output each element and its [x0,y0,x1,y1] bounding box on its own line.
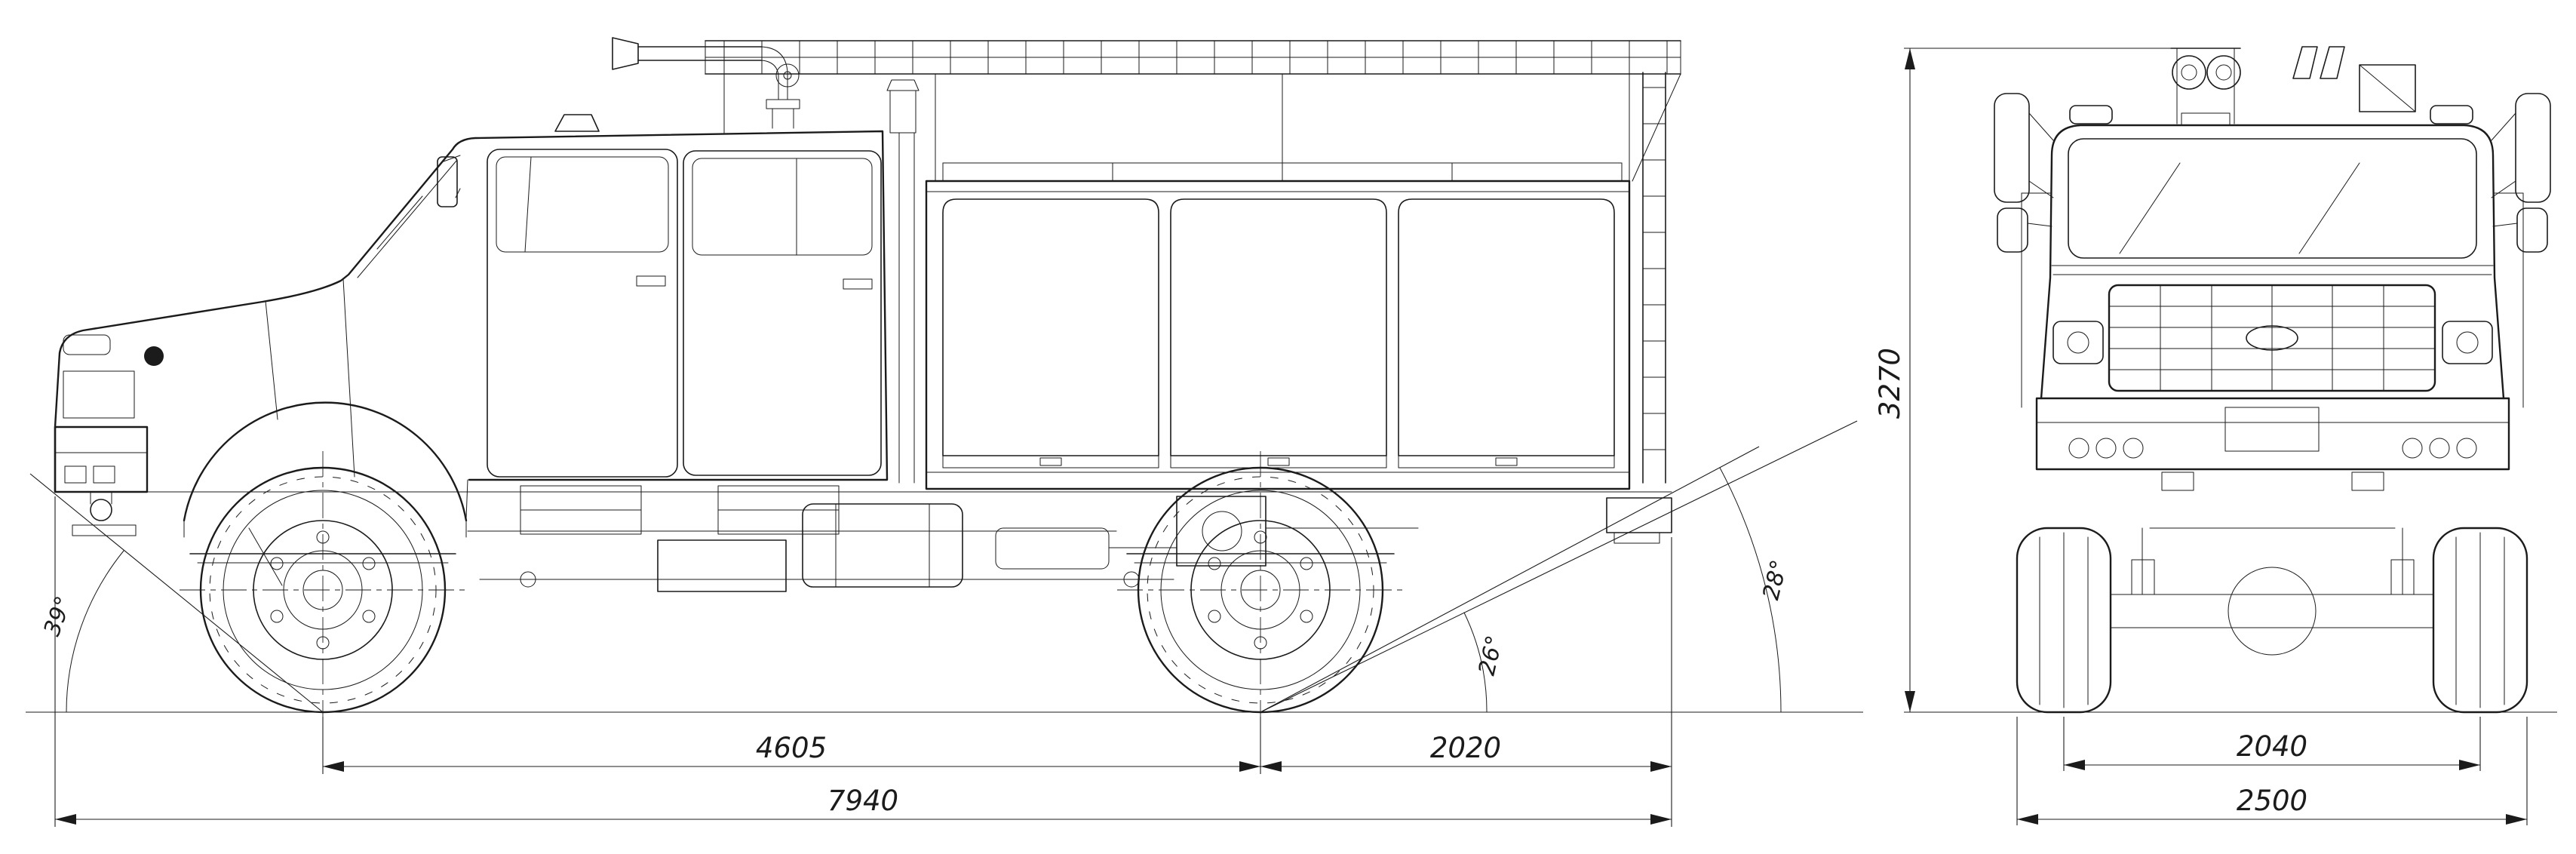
mirror-icon [2515,93,2551,203]
spot-mirror-icon [1997,207,2028,253]
brand-badge-icon [144,346,164,366]
shutter-handle-icon [1039,457,1062,466]
door-handle-icon [636,275,666,287]
rear-overhang-dimension-label: 2020 [1430,732,1501,764]
crew-door-window [692,158,873,256]
roller-shutter-2 [1170,198,1387,456]
overall-length-dimension-label: 7940 [827,785,898,817]
approach-angle-label: 39° [39,593,78,640]
roller-shutter-1 [942,198,1159,456]
fog-light-icon [2429,438,2450,459]
crew-door [683,150,882,476]
beacon-icon [2069,105,2113,124]
door-handle-icon [843,278,873,290]
beacon-icon [554,114,600,132]
front-view: 3270 2040 2500 [1874,46,2557,825]
cab [54,79,920,538]
tow-hook-icon [2351,472,2384,491]
beacon-icon [2430,105,2473,124]
front-door [487,149,678,478]
shutter-handle-icon [1267,457,1290,466]
air-intake-stack [889,90,916,134]
differential-housing [2228,567,2317,656]
overall-height-dimension-label: 3270 [1874,348,1906,419]
side-view: 4605 2020 7940 39° 26° 28° [26,37,1863,827]
monitor-handwheel-icon [775,63,800,88]
air-horn-icon [2292,46,2318,79]
tow-hook-icon [2161,472,2194,491]
side-view-dimensions: 4605 2020 7940 39° 26° 28° [39,496,1793,827]
fog-light-icon [2068,438,2089,459]
air-horn-icon [2320,46,2345,79]
license-plate [2224,407,2320,452]
departure-angle-inner-label: 26° [1474,633,1509,678]
rear-ladder [1642,72,1666,484]
water-monitor [612,37,800,129]
wiper-icon [2298,162,2360,254]
front-bumper [2035,397,2510,471]
spot-mirror-icon [2516,207,2548,253]
monitor-barrel-icon [2172,55,2206,90]
ground-and-angle-lines [26,420,1863,713]
fog-light-icon [2095,438,2117,459]
roof-ladder [705,40,1681,182]
mirror-icon [437,156,458,207]
monitor-barrel-icon [2206,55,2241,90]
headlight-icon [63,334,111,355]
body-superstructure [925,162,1672,544]
fog-light-icon [2402,438,2423,459]
wheelbase-dimension-label: 4605 [756,732,827,764]
air-filter-box [2359,64,2416,112]
front-view-cab [2021,124,2524,491]
headlight-icon [2442,321,2493,364]
fog-light-icon [2123,438,2144,459]
wiper-icon [2119,162,2181,254]
brand-badge-icon [2246,325,2298,351]
grille-hatch [63,370,135,419]
chassis-details [147,491,1672,592]
shutter-handle-icon [1495,457,1518,466]
front-door-window [496,156,669,253]
headlight-icon [2053,321,2104,364]
fog-light-icon [2456,438,2477,459]
front-view-dimensions: 3270 2040 2500 [1874,48,2528,825]
departure-angle-outer-label: 28° [1758,558,1793,603]
mirror-icon [1994,93,2030,203]
front-wheel [180,451,466,729]
windshield [2068,138,2477,259]
front-view-roof-equipment [2069,46,2473,126]
track-dimension-label: 2040 [2237,730,2307,763]
front-bumper [54,425,149,536]
overall-width-dimension-label: 2500 [2237,785,2307,817]
rear-wheel [1117,451,1404,729]
front-view-mirrors [1994,93,2551,253]
monitor-nozzle-icon [612,37,639,70]
front-view-wheels [2016,527,2528,714]
wiper-icon [376,195,423,250]
roller-shutter-3 [1398,198,1615,456]
